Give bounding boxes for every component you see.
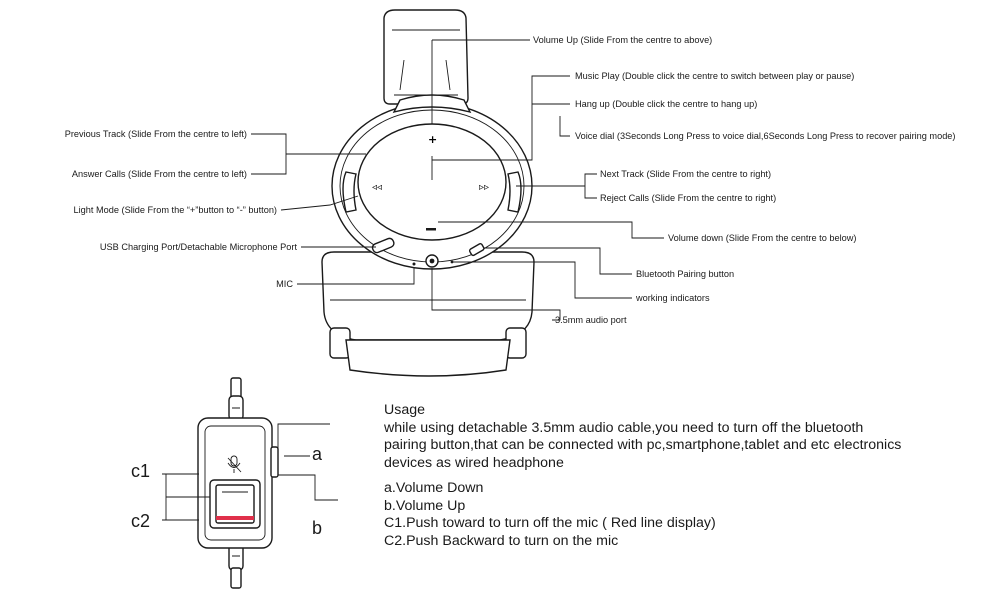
- label-reject-calls: Reject Calls (Slide From the centre to r…: [600, 193, 776, 203]
- label-bluetooth-pairing: Bluetooth Pairing button: [636, 269, 734, 279]
- usage-intro-line: pairing button,that can be connected wit…: [384, 437, 902, 453]
- usage-heading: Usage: [384, 402, 426, 418]
- usage-items: a.Volume Down b.Volume Up C1.Push toward…: [384, 480, 984, 550]
- left-side-button[interactable]: [342, 171, 357, 213]
- usage-intro: while using detachable 3.5mm audio cable…: [384, 420, 984, 473]
- usage-item: b.Volume Up: [384, 497, 466, 514]
- label-answer-calls: Answer Calls (Slide From the centre to l…: [72, 169, 247, 179]
- headphone-illustration: + ◃◃ ▹▹: [321, 9, 535, 377]
- right-side-button[interactable]: [507, 171, 522, 213]
- usage-intro-line: while using detachable 3.5mm audio cable…: [384, 419, 864, 436]
- usage-item: a.Volume Down: [384, 480, 484, 496]
- usage-item: C2.Push Backward to turn on the mic: [384, 532, 619, 549]
- label-volume-up: Volume Up (Slide From the centre to abov…: [533, 35, 712, 45]
- rewind-icon: ◃◃: [372, 182, 382, 193]
- label-mic: MIC: [276, 279, 293, 289]
- label-light-mode: Light Mode (Slide From the “+”button to …: [74, 205, 278, 215]
- label-working-indicators: working indicators: [635, 293, 710, 303]
- fast-forward-icon: ▹▹: [479, 182, 489, 193]
- leader-lines: [251, 39, 664, 321]
- label-a: a: [312, 444, 323, 464]
- mic-hole: [412, 262, 416, 266]
- usage-intro-line: devices as wired headphone: [384, 454, 564, 471]
- usage-section: Usage while using detachable 3.5mm audio…: [384, 402, 984, 550]
- inline-controller: c1 c2 a b: [131, 377, 338, 589]
- mic-red-line: [216, 516, 254, 520]
- plus-icon: +: [428, 133, 437, 146]
- label-music-play: Music Play (Double click the centre to s…: [575, 71, 854, 81]
- label-c1: c1: [131, 461, 150, 481]
- usb-port: [371, 237, 395, 254]
- mic-mute-icon: [227, 455, 242, 473]
- label-hang-up: Hang up (Double click the centre to hang…: [575, 99, 757, 109]
- bluetooth-pairing-switch[interactable]: [468, 243, 485, 257]
- label-volume-down: Volume down (Slide From the centre to be…: [668, 233, 856, 243]
- label-next-track: Next Track (Slide From the centre to rig…: [600, 169, 771, 179]
- label-voice-dial: Voice dial (3Seconds Long Press to voice…: [575, 131, 955, 141]
- label-audio-port: 3.5mm audio port: [555, 315, 627, 325]
- label-previous-track: Previous Track (Slide From the centre to…: [65, 129, 247, 139]
- callout-labels: Volume Up (Slide From the centre to abov…: [65, 35, 956, 325]
- minus-icon: [426, 228, 436, 231]
- label-c2: c2: [131, 511, 150, 531]
- label-usb-port: USB Charging Port/Detachable Microphone …: [100, 242, 298, 252]
- usage-item: C1.Push toward to turn off the mic ( Red…: [384, 515, 716, 531]
- label-b: b: [312, 518, 322, 538]
- headband: [383, 9, 469, 105]
- volume-rocker[interactable]: [270, 446, 279, 478]
